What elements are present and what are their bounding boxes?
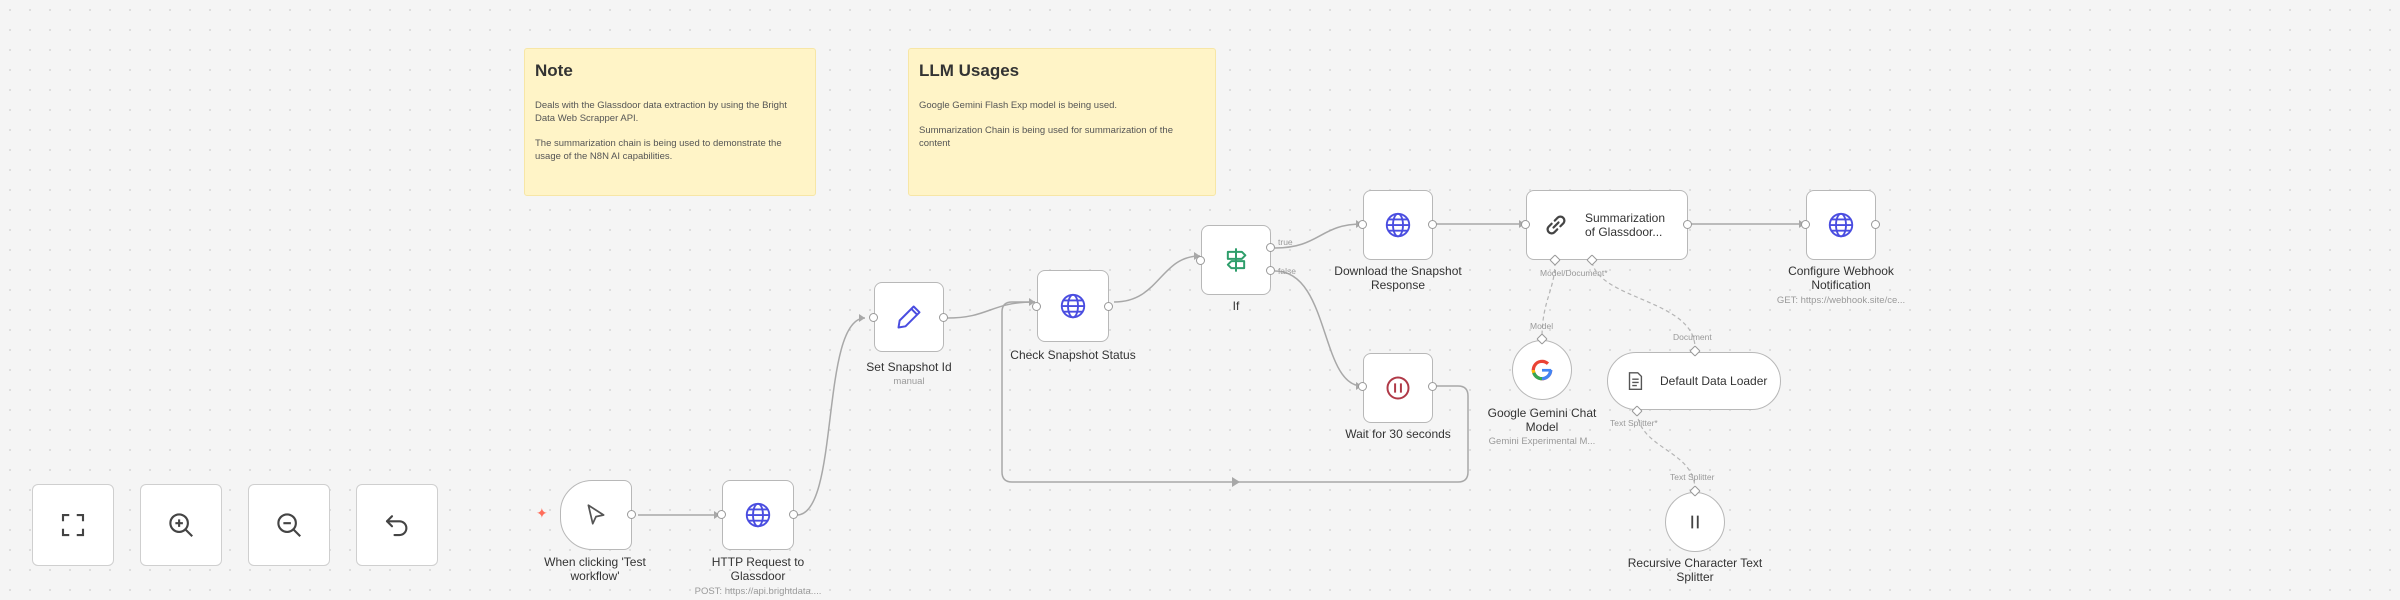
set-input-handle[interactable] [869,313,878,322]
set-subtitle: manual [893,376,925,387]
zoom-out-button[interactable] [248,484,330,566]
node-if[interactable] [1201,225,1271,295]
zoom-in-button[interactable] [140,484,222,566]
edge-splitter-loader [1636,411,1696,491]
wait-label: Wait for 30 seconds [1345,427,1451,441]
node-webhook[interactable] [1806,190,1876,260]
wait-input-handle[interactable] [1358,382,1367,391]
set-label: Set Snapshot Id [866,360,952,374]
google-icon [1531,359,1553,381]
globe-icon [745,502,771,528]
gemini-label: Google Gemini Chat Model [1487,406,1597,434]
edge-arrow-check [1029,298,1035,306]
node-manual-trigger[interactable] [560,480,632,550]
zoom-out-icon [277,513,302,538]
trigger-output-handle[interactable] [627,510,636,519]
edge-check-if [1113,255,1201,303]
sticky-note-llm-usages[interactable]: LLM Usages Google Gemini Flash Exp model… [908,48,1216,196]
sticky-note-line: Google Gemini Flash Exp model is being u… [919,100,1118,111]
edge-arrow-set [859,314,865,322]
node-wait[interactable] [1363,353,1433,423]
summ-input-handle[interactable] [1521,220,1530,229]
edge-loop-arrow [1232,477,1240,487]
port-label-model-document: Model/Document* [1540,268,1608,278]
signpost-icon [1226,248,1247,272]
globe-icon [1385,212,1411,238]
edge-if-download [1274,223,1363,249]
port-label-model: Model [1530,321,1554,331]
download-label: Download the Snapshot Response [1334,264,1462,292]
http-input-handle[interactable] [717,510,726,519]
edge-if-wait [1274,270,1363,387]
if-label: If [1232,299,1240,313]
check-label: Check Snapshot Status [1010,348,1136,362]
cursor-icon [587,504,605,525]
trigger-label: When clicking 'Test workflow' [544,555,646,583]
if-input-handle[interactable] [1196,256,1205,265]
download-input-handle[interactable] [1358,220,1367,229]
sticky-note-title: LLM Usages [919,61,1020,80]
sticky-note-line: The summarization chain is being used to… [535,138,782,162]
webhook-subtitle: GET: https://webhook.site/ce... [1776,295,1906,306]
wait-output-handle[interactable] [1428,382,1437,391]
port-label-document: Document [1673,332,1712,342]
set-output-handle[interactable] [939,313,948,322]
http-subtitle: POST: https://api.brightdata.... [694,586,822,597]
globe-icon [1828,212,1854,238]
zoom-to-fit-button[interactable] [32,484,114,566]
if-true-handle[interactable] [1266,243,1275,252]
zoom-in-icon [169,513,194,538]
sticky-note-line: Summarization Chain is being used for su… [919,125,1173,149]
edge-http-set [796,317,866,516]
sticky-note-note[interactable]: Note Deals with the Glassdoor data extra… [524,48,816,196]
summarization-label: Summarization of Glassdoor... [1585,211,1666,239]
fit-screen-icon [61,513,85,537]
http-label: HTTP Request to Glassdoor [711,555,805,583]
webhook-output-handle[interactable] [1871,220,1880,229]
sticky-note-line: Deals with the Glassdoor data extraction… [535,100,787,124]
port-label-text-splitter-in: Text Splitter [1670,472,1715,482]
node-http-request[interactable] [722,480,794,550]
summ-output-handle[interactable] [1683,220,1692,229]
gemini-subtitle: Gemini Experimental M... [1488,436,1596,447]
node-recursive-text-splitter[interactable] [1665,492,1725,552]
undo-icon [385,515,408,537]
edge-set-check [946,301,1036,319]
pause-icon [1386,376,1410,400]
port-label-text-splitter-out: Text Splitter* [1610,418,1658,428]
if-false-label: false [1278,266,1296,276]
node-summarization-chain[interactable]: Summarization of Glassdoor... [1526,190,1688,260]
reset-zoom-button[interactable] [356,484,438,566]
chain-link-icon [1546,215,1566,235]
node-download-snapshot[interactable] [1363,190,1433,260]
node-google-gemini[interactable] [1512,340,1572,400]
document-icon [1628,372,1643,390]
http-output-handle[interactable] [789,510,798,519]
pencil-icon [897,305,921,329]
webhook-label: Configure Webhook Notification [1788,264,1894,292]
globe-icon [1060,293,1086,319]
node-set-snapshot-id[interactable] [874,282,944,352]
webhook-input-handle[interactable] [1801,220,1810,229]
if-false-handle[interactable] [1266,266,1275,275]
edge-gemini-model [1541,261,1556,339]
node-check-snapshot-status[interactable] [1037,270,1109,342]
check-input-handle[interactable] [1032,302,1041,311]
trigger-bolt-icon: ✦ [536,505,548,521]
download-output-handle[interactable] [1428,220,1437,229]
node-default-data-loader[interactable]: Default Data Loader [1607,352,1781,410]
if-true-label: true [1278,237,1293,247]
splitter-label: Recursive Character Text Splitter [1627,556,1763,584]
splitter-icon [1691,515,1699,529]
data-loader-label: Default Data Loader [1660,374,1768,388]
sticky-note-title: Note [535,61,573,80]
check-output-handle[interactable] [1104,302,1113,311]
